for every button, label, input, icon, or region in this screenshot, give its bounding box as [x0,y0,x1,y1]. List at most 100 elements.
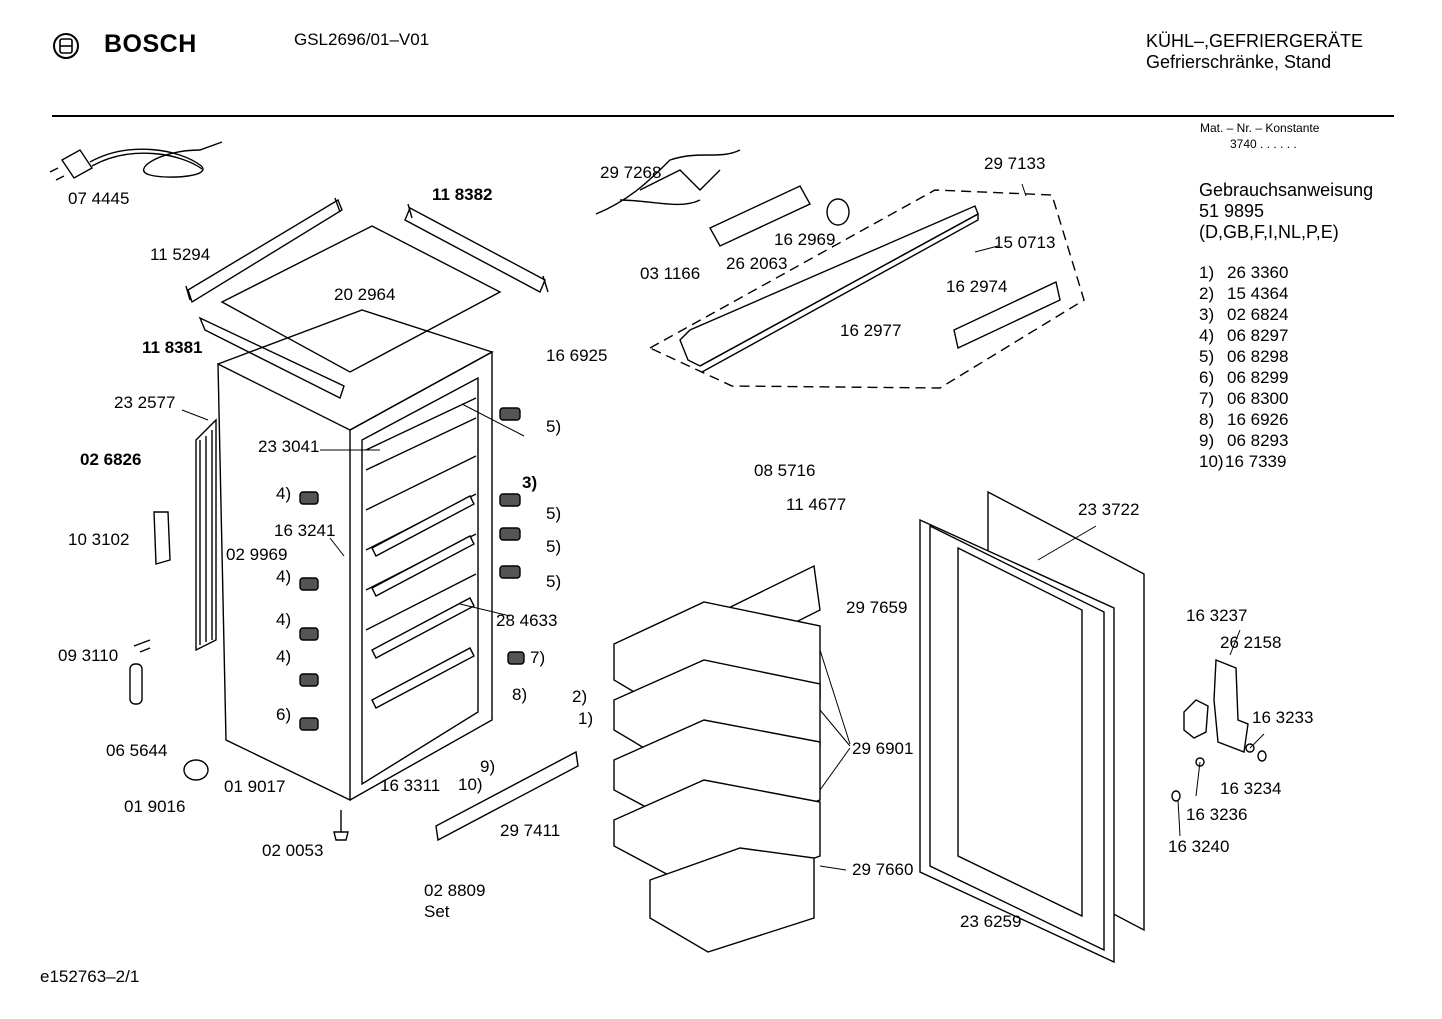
pipe-icon [153,511,171,565]
part-label: 23 2577 [114,393,176,412]
part-label: 29 7659 [846,598,908,617]
part-label: 02 0053 [262,841,324,860]
ref-label: 5) [546,537,562,556]
part-label: 08 5716 [754,461,816,480]
part-label: 29 7133 [984,154,1046,173]
part-label: 02 9969 [226,545,288,564]
wiring-harness-icon [595,149,741,215]
part-label: 29 7411 [500,821,561,840]
part-label: 07 4445 [68,189,130,208]
kit-item: 2)15 4364 [1199,284,1289,303]
part-label: 16 3233 [1252,708,1314,727]
manual-title: Gebrauchsanweisung [1199,180,1374,200]
part-label: 11 4677 [786,495,847,514]
cap-icon [183,759,209,781]
part-label: Set [424,902,450,921]
ref-label: 4) [276,484,292,503]
control-board-icon [709,185,811,247]
part-label: 16 3240 [1168,837,1230,856]
kit-item: 10)16 7339 [1199,452,1287,471]
part-label: 11 8381 [142,338,203,357]
part-label: 01 9016 [124,797,186,816]
part-label: 11 8382 [432,185,493,204]
bosch-logo-icon [53,33,79,59]
ref-label: 8) [512,685,528,704]
model-number: GSL2696/01–V01 [294,30,430,49]
sheet-reference: e152763–2/1 [40,967,140,986]
condenser-coil-icon [195,418,217,652]
part-label: 01 9017 [224,777,286,796]
part-label: 16 3236 [1186,805,1248,824]
kit-item: 6)06 8299 [1199,368,1289,387]
leader-lines [181,183,1265,871]
part-label: 29 7660 [852,860,914,879]
part-label: 26 2158 [1220,633,1282,652]
kit-item: 3)02 6824 [1199,305,1289,324]
front-strip-icon [198,316,345,399]
part-label: 16 3237 [1186,606,1248,625]
ref-label: 2) [572,687,588,706]
mat-number-value: 3740 . . . . . . [1230,137,1297,151]
ref-label: 5) [546,504,562,523]
ref-label: 5) [546,417,562,436]
part-label: 16 3311 [380,776,441,795]
kit-item: 7)06 8300 [1199,389,1289,408]
part-label: 11 5294 [150,245,211,264]
part-label: 29 7268 [600,163,662,182]
part-label: 10 3102 [68,530,130,549]
ref-label: 6) [276,705,292,724]
rail-left-icon [185,197,343,304]
kick-plate-icon [435,750,579,842]
part-label: 16 2974 [946,277,1008,296]
part-label: 16 6925 [546,346,608,365]
part-label: 02 8809 [424,881,486,900]
door-icon [919,490,1145,964]
drawers-icon [613,564,821,953]
ref-label: 4) [276,647,292,666]
control-panel-icon [648,189,1085,389]
brand-name: BOSCH [104,30,197,58]
part-label: 20 2964 [334,285,396,304]
header-divider [52,115,1394,117]
part-label: 23 3722 [1078,500,1140,519]
knob-icon [826,198,850,226]
rail-right-icon [404,203,549,293]
category-title: KÜHL–,GEFRIERGERÄTE [1146,31,1364,51]
top-panel-icon [220,225,502,373]
part-label: 16 2969 [774,230,836,249]
ref-label: 5) [546,572,562,591]
cabinet-body-icon [217,309,494,802]
part-label: 23 6259 [960,912,1022,931]
part-label: 03 1166 [640,264,701,283]
kit-item: 1)26 3360 [1199,263,1289,282]
ref-label: 10) [458,775,483,794]
manual-languages: (D,GB,F,I,NL,P,E) [1199,222,1339,242]
part-label: 15 0713 [994,233,1056,252]
ref-label: 4) [276,567,292,586]
shelf-clip-icon [299,407,525,731]
part-label: 16 2977 [840,321,902,340]
manual-number: 51 9895 [1199,201,1265,221]
ref-label: 3) [522,473,538,492]
kit-item: 8)16 6926 [1199,410,1289,429]
part-label: 16 3241 [274,521,336,540]
ref-label: 9) [480,757,496,776]
kit-item: 5)06 8298 [1199,347,1289,366]
hinge-assembly-icon [1171,658,1267,802]
part-label: 29 6901 [852,739,914,758]
ref-label: 1) [578,709,594,728]
category-subtitle: Gefrierschränke, Stand [1146,52,1332,72]
part-label: 02 6826 [80,450,142,469]
ref-label: 4) [276,610,292,629]
kit-item: 4)06 8297 [1199,326,1289,345]
part-label: 26 2063 [726,254,788,273]
kit-item: 9)06 8293 [1199,431,1289,450]
mat-number-label: Mat. – Nr. – Konstante [1200,121,1320,135]
ref-label: 7) [530,648,546,667]
sensor-icon [129,639,151,705]
foot-icon [333,810,349,841]
part-label: 09 3110 [58,646,119,665]
part-label: 23 3041 [258,437,320,456]
wire-shelves-icon [365,397,477,709]
